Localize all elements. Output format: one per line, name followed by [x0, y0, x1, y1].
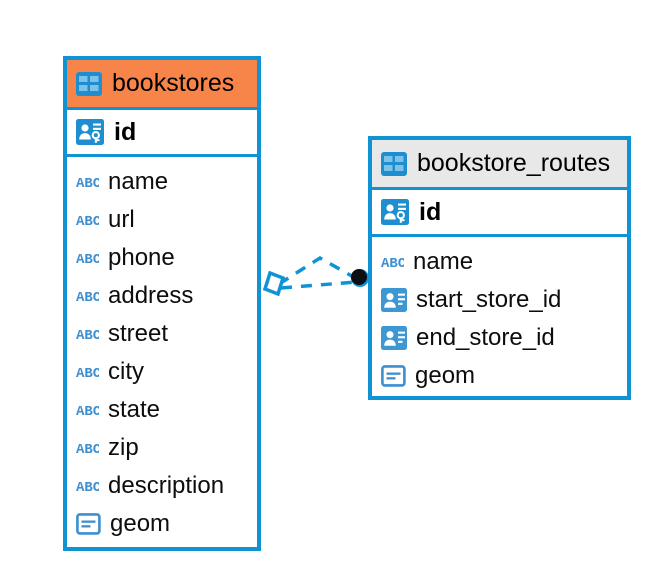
field-label: city [108, 358, 144, 385]
entity-title: bookstores [112, 69, 235, 97]
field-label: name [413, 248, 474, 275]
text-type-icon: ABC [381, 254, 407, 272]
primary-key-icon [76, 118, 104, 146]
svg-text:ABC: ABC [76, 328, 99, 342]
foreign-key-icon [381, 326, 407, 350]
field-label: state [108, 396, 161, 423]
text-type-icon: ABC [76, 402, 102, 420]
primary-key-icon [381, 198, 409, 226]
text-type-icon: ABC [76, 174, 102, 192]
entity-table-bookstores[interactable]: bookstores id [63, 56, 261, 551]
table-icon [381, 151, 407, 177]
filled-circle-marker [351, 269, 367, 285]
text-type-icon: ABC [76, 212, 102, 230]
svg-text:ABC: ABC [381, 256, 404, 270]
geometry-type-icon [381, 365, 406, 387]
svg-text:ABC: ABC [76, 366, 99, 380]
entity-header[interactable]: bookstores [67, 60, 257, 110]
field-list: ABC name start_store_id [372, 237, 627, 399]
field-row[interactable]: ABC street [67, 315, 257, 353]
primary-key-label: id [419, 197, 442, 226]
relationship-line-upper [278, 255, 358, 286]
svg-text:ABC: ABC [76, 290, 99, 304]
field-row[interactable]: ABC address [67, 277, 257, 315]
field-row[interactable]: ABC name [372, 243, 627, 281]
text-type-icon: ABC [76, 250, 102, 268]
field-row[interactable]: ABC phone [67, 239, 257, 277]
text-type-icon: ABC [76, 440, 102, 458]
geometry-type-icon [76, 513, 101, 535]
field-label: geom [110, 510, 171, 537]
diamond-marker [262, 270, 286, 297]
entity-title: bookstore_routes [417, 149, 611, 177]
field-row[interactable]: ABC name [67, 163, 257, 201]
field-row[interactable]: ABC state [67, 391, 257, 429]
text-type-icon: ABC [76, 364, 102, 382]
field-label: url [108, 206, 135, 233]
field-row[interactable]: ABC city [67, 353, 257, 391]
field-list: ABC name ABC url ABC pho [67, 157, 257, 547]
field-label: end_store_id [416, 324, 555, 351]
entity-table-bookstore-routes[interactable]: bookstore_routes id [368, 136, 631, 400]
table-icon [76, 71, 102, 97]
field-label: address [108, 282, 194, 309]
relationship-line-lower [280, 280, 357, 290]
field-label: geom [415, 362, 476, 389]
field-row[interactable]: ABC description [67, 467, 257, 505]
svg-text:ABC: ABC [76, 480, 99, 494]
filled-circle-marker-ring [351, 269, 369, 287]
primary-key-label: id [114, 117, 137, 146]
foreign-key-icon [381, 288, 407, 312]
field-label: phone [108, 244, 175, 271]
svg-text:ABC: ABC [76, 404, 99, 418]
field-label: street [108, 320, 169, 347]
text-type-icon: ABC [76, 326, 102, 344]
svg-text:ABC: ABC [76, 214, 99, 228]
entity-header[interactable]: bookstore_routes [372, 140, 627, 190]
primary-key-row[interactable]: id [67, 110, 257, 157]
svg-text:ABC: ABC [76, 442, 99, 456]
field-row[interactable]: end_store_id [372, 319, 627, 357]
field-label: zip [108, 434, 139, 461]
field-row[interactable]: geom [372, 357, 627, 395]
primary-key-row[interactable]: id [372, 190, 627, 237]
field-label: start_store_id [416, 286, 562, 313]
svg-text:ABC: ABC [76, 176, 99, 190]
text-type-icon: ABC [76, 478, 102, 496]
field-row[interactable]: start_store_id [372, 281, 627, 319]
field-label: name [108, 168, 169, 195]
field-row[interactable]: ABC url [67, 201, 257, 239]
field-row[interactable]: geom [67, 505, 257, 543]
svg-text:ABC: ABC [76, 252, 99, 266]
text-type-icon: ABC [76, 288, 102, 306]
field-label: description [108, 472, 225, 499]
field-row[interactable]: ABC zip [67, 429, 257, 467]
